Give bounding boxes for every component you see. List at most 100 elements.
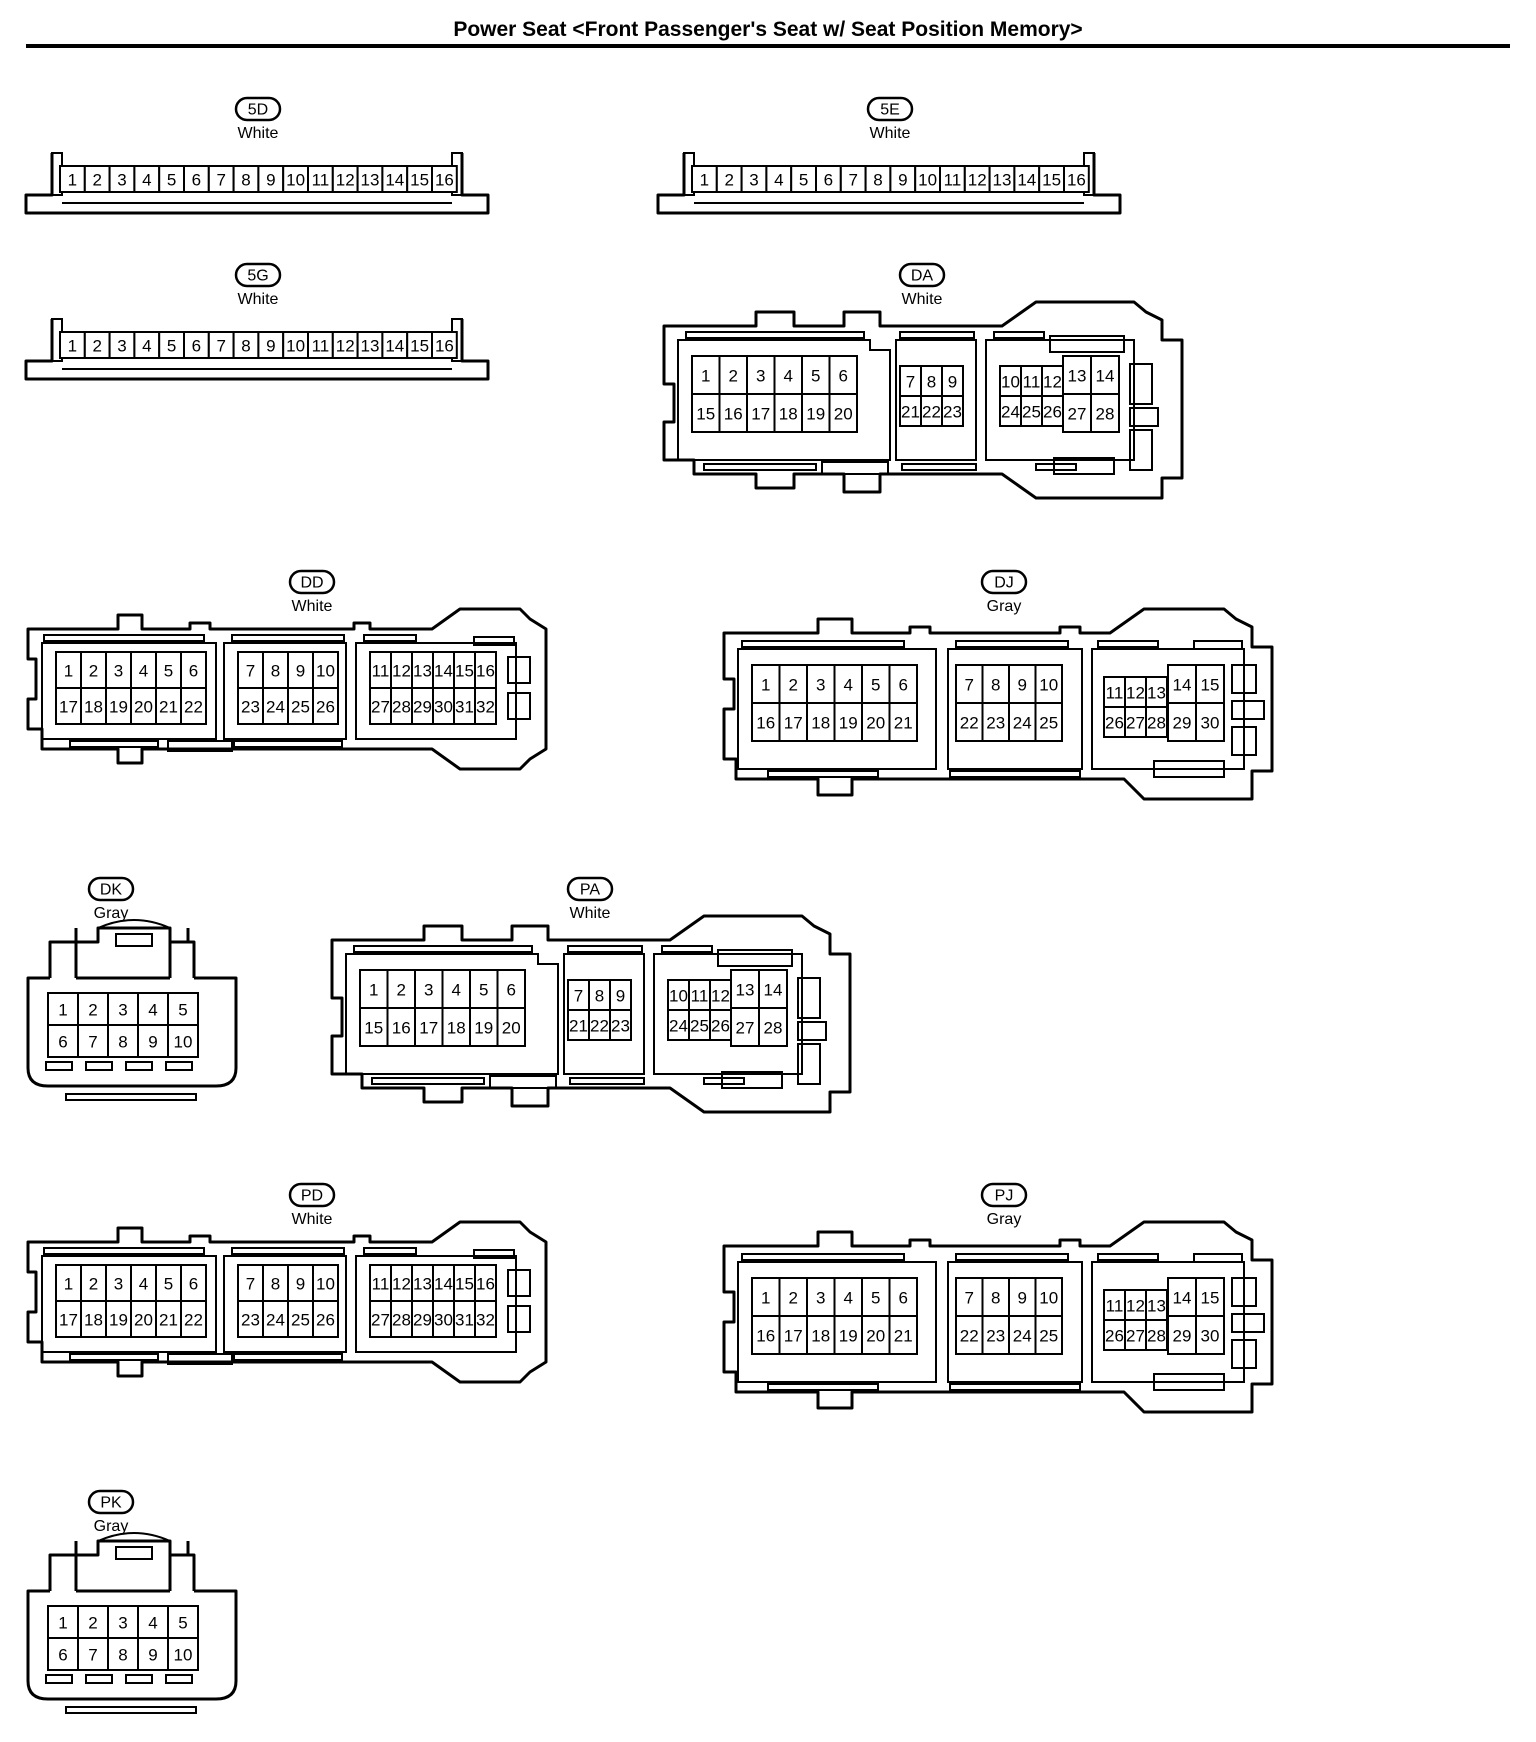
pin-cell [691,355,721,395]
pin-number: 30 [434,698,453,717]
pin-number: 19 [839,1327,858,1346]
pin-number: 16 [476,662,495,681]
pin-number: 15 [364,1019,383,1038]
pin-number: 4 [139,662,148,681]
pin-number: 25 [291,1311,310,1330]
pin-number: 9 [296,1275,305,1294]
connector-code-badge [234,262,282,288]
title-underline [26,44,1510,48]
pin-number: 6 [192,337,201,356]
pin-number: 24 [266,1311,285,1330]
housing-part [717,949,793,967]
pin-number: 27 [1126,1327,1145,1346]
pin-number: 23 [241,698,260,717]
pin-number: 7 [216,337,225,356]
pin-cell [751,1315,781,1355]
pin-cell [47,992,79,1026]
housing-part [125,1674,153,1684]
pin-cell [1062,393,1092,433]
pin-cell [108,331,136,359]
housing-part [949,1383,1081,1391]
pin-number: 24 [266,698,285,717]
pin-cell [77,1024,109,1058]
pin-cell [496,1007,526,1047]
pin-number: 6 [899,676,908,695]
housing-part [797,1021,827,1041]
pin-number: 3 [118,1614,127,1633]
pin-number: 4 [142,171,151,190]
housing-outline [662,300,1184,500]
pin-number: 25 [690,1017,709,1036]
housing-part [703,463,817,471]
pin-number: 32 [476,698,495,717]
pin-number: 18 [84,698,103,717]
pin-number: 25 [291,698,310,717]
housing-part [949,770,1081,778]
pin-number: 19 [109,698,128,717]
pin-cell [312,651,339,689]
pin-cell [59,165,86,193]
pin-cell [180,1264,207,1302]
pin-number: 1 [761,1289,770,1308]
pin-cell [888,1315,918,1355]
housing-outline [41,1255,217,1353]
pin-number: 1 [701,367,710,386]
pin-number: 9 [948,373,957,392]
pin-number: 8 [991,676,1000,695]
housing-outline [563,953,645,1075]
connector-color: Gray [987,1211,1022,1228]
pin-cell [83,331,111,359]
pin-number: 31 [455,698,474,717]
housing-part [85,1674,113,1684]
pin-cell [469,1007,499,1047]
pin-number: 18 [811,714,830,733]
housing-part [167,1353,233,1365]
pin-number: 13 [1147,684,1166,703]
housing-part [167,740,233,752]
pin-cell [386,969,416,1009]
pin-number: 14 [385,171,404,190]
housing-part [45,1674,73,1684]
pin-number: 25 [1039,1327,1058,1346]
pin-number: 6 [189,1275,198,1294]
pin-cell [758,969,788,1009]
pin-number: 16 [435,337,454,356]
pin-number: 13 [413,1275,432,1294]
pin-number: 3 [756,367,765,386]
pin-number: 12 [968,171,987,190]
housing-part [507,656,531,684]
pin-cell [381,165,409,193]
pin-number: 4 [139,1275,148,1294]
pin-number: 23 [986,714,1005,733]
housing-outline [48,940,196,978]
connector-code: 5D [248,102,268,119]
pin-number: 10 [174,1646,193,1665]
pin-number: 17 [784,714,803,733]
pin-cell [47,1637,79,1671]
pin-cell [496,969,526,1009]
pin-number: 9 [266,337,275,356]
pin-number: 5 [811,367,820,386]
pin-number: 30 [434,1311,453,1330]
pin-number: 3 [816,1289,825,1308]
pin-number: 1 [58,1001,67,1020]
pin-number: 29 [413,1311,432,1330]
housing-part [85,1061,113,1071]
pin-number: 3 [118,1001,127,1020]
pin-number: 14 [1173,1289,1192,1308]
pin-cell [1195,664,1225,704]
housing-outline [48,1553,196,1591]
housing-part [69,1353,159,1361]
pin-cell [806,702,836,742]
pin-number: 14 [434,1275,453,1294]
housing-outline [947,1261,1083,1383]
pin-number: 2 [789,1289,798,1308]
pin-cell [207,331,235,359]
pin-number: 27 [371,1311,390,1330]
connector-code: DJ [994,575,1014,592]
